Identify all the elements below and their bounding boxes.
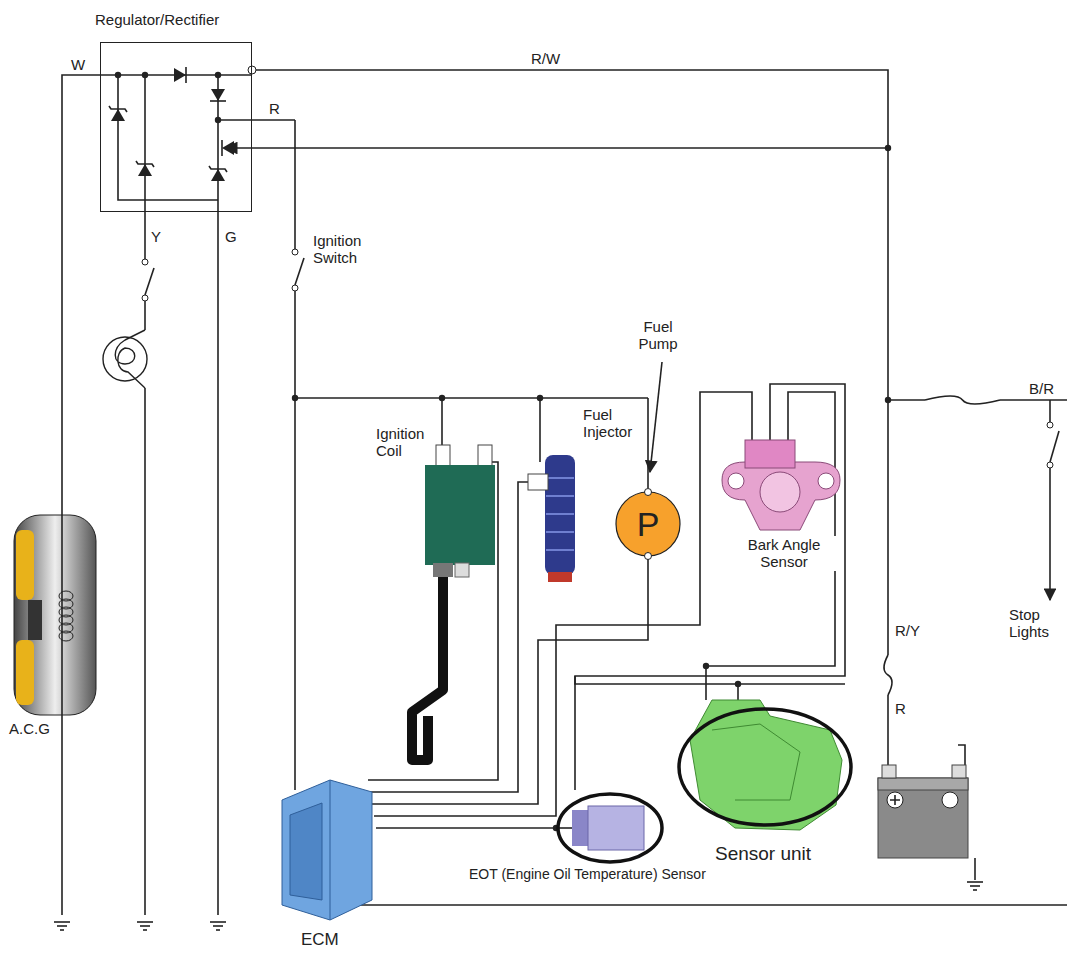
- part-name: Bark Angle Sensor: [728, 536, 840, 571]
- part-name: Ignition Switch: [312, 232, 384, 267]
- wire-code: W: [70, 56, 86, 73]
- wire-code: R/W: [530, 50, 561, 67]
- y-wire: [144, 298, 146, 330]
- sensor-unit-illustration: [679, 700, 851, 830]
- sense-wire: [226, 147, 888, 149]
- r-wire: [294, 120, 296, 252]
- sensor-ecm: [575, 676, 845, 684]
- fuse-symbol: [925, 396, 1000, 404]
- pump-letter: P: [637, 505, 660, 544]
- reg-internal: [118, 75, 218, 200]
- regulator-box: Regulator/Rectifier: [100, 42, 252, 212]
- ecm-illustration: [282, 780, 372, 920]
- part-heading: Regulator/Rectifier: [95, 11, 219, 28]
- junction-dot: [215, 72, 221, 78]
- part-name: EOT (Engine Oil Temperature) Sensor: [468, 866, 707, 882]
- eot-ecm: [376, 827, 556, 829]
- coil-ecm: [368, 462, 498, 780]
- junction-dot: [885, 145, 891, 151]
- junction-dot: [735, 681, 741, 687]
- diode-symbol: [210, 89, 226, 101]
- junction-dot: [115, 72, 121, 78]
- junction-dot: [537, 395, 543, 401]
- part-name: Ignition Coil: [375, 425, 427, 460]
- b-r-wire: [1000, 399, 1067, 401]
- diode-symbol: [136, 161, 154, 176]
- wire-code: R: [894, 700, 907, 717]
- ecm-ground-wire: [350, 904, 1067, 906]
- part-name: Fuel Injector: [582, 406, 642, 441]
- eot-sensor-illustration: [558, 794, 662, 862]
- lamp-filament: [115, 330, 145, 388]
- wire-code: Y: [150, 228, 162, 245]
- power-bus: [295, 397, 648, 399]
- ign-wire: [294, 288, 296, 790]
- r-w-wire: [252, 70, 888, 655]
- ignition-coil-illustration: [412, 445, 495, 760]
- diode-symbol: [174, 67, 186, 83]
- wire-code: G: [224, 228, 238, 245]
- part-name: ECM: [300, 930, 340, 950]
- diode-symbol: [109, 106, 127, 121]
- switch-symbol: [1047, 422, 1059, 468]
- junction-dot: [703, 663, 709, 669]
- terminal: [248, 66, 256, 74]
- switch-symbol: [142, 259, 154, 301]
- stop-wire: [1049, 465, 1051, 600]
- fuse-symbol: [884, 655, 892, 695]
- junction-dot: [439, 395, 445, 401]
- w-wire: [62, 75, 100, 520]
- diode-symbol: [209, 166, 227, 181]
- wire-code: R/Y: [894, 622, 921, 639]
- w-wire: [61, 715, 63, 915]
- switch-symbol: [292, 249, 304, 291]
- leader-line: [650, 362, 662, 472]
- bank-angle-sensor-illustration: [722, 440, 840, 530]
- junction-dot: [292, 395, 298, 401]
- battery-illustration: [878, 765, 968, 858]
- lamp-symbol: [103, 337, 147, 381]
- ground-symbol: [137, 922, 153, 930]
- reg-internal: [144, 75, 146, 212]
- part-name: Sensor unit: [714, 843, 812, 865]
- injector-feed: [539, 398, 541, 462]
- y-wire: [144, 388, 146, 915]
- wire-code: R: [268, 100, 281, 117]
- diode-symbol: [222, 140, 234, 156]
- ground-symbol: [967, 882, 983, 890]
- acg-illustration: [14, 515, 96, 715]
- r-wire: [887, 695, 889, 765]
- part-name: A.C.G: [8, 720, 51, 737]
- pump-ecm: [372, 558, 648, 804]
- r-wire: [218, 119, 295, 121]
- ground-symbol: [210, 922, 226, 930]
- fuel-pump-circle: P: [612, 488, 684, 560]
- junction-dot: [142, 72, 148, 78]
- pump-feed: [647, 398, 649, 488]
- junction-dot: [215, 117, 221, 123]
- fuel-injector-illustration: [528, 455, 575, 582]
- wire-code: B/R: [1028, 380, 1055, 397]
- battery-neg: [958, 745, 965, 765]
- part-name: Fuel Pump: [632, 318, 684, 353]
- b-r-wire: [888, 399, 925, 401]
- stop-wire: [1049, 400, 1051, 425]
- part-name: Stop Lights: [1008, 606, 1062, 641]
- battery-ground: [974, 858, 976, 880]
- ground-symbol: [54, 922, 70, 930]
- g-wire: [217, 212, 219, 915]
- y-wire: [144, 212, 146, 262]
- junction-dot: [885, 397, 891, 403]
